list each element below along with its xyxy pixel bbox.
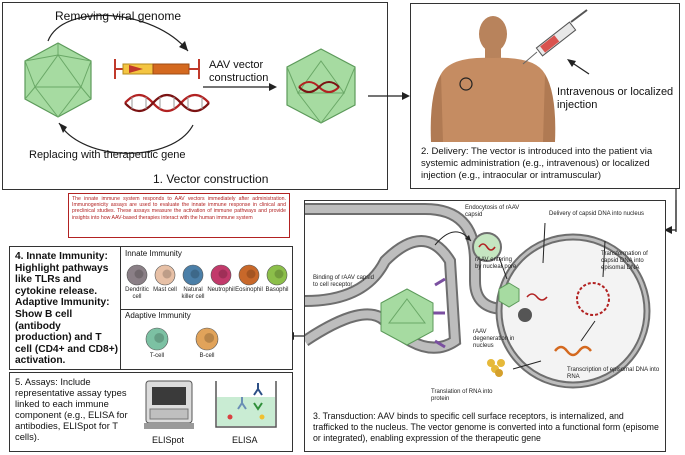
dna-helix-icon	[124, 93, 210, 113]
assay-illustrations	[144, 380, 277, 429]
immune-cell-label: Eosinophil	[235, 287, 263, 293]
immune-cell-eosinophil	[238, 264, 260, 286]
protein-icon	[487, 359, 505, 377]
injection-site-marker	[459, 77, 473, 91]
immune-cell-label: Mast cell	[153, 287, 177, 293]
innate-cells-graphic	[126, 264, 288, 286]
immune-cell-natural-killer-cell	[182, 264, 204, 286]
adaptive-immunity-box: Adaptive Immunity T-cell B-cell	[120, 309, 293, 369]
entering-pore-label: rAAV entering by nuclear pore	[475, 257, 517, 270]
innate-title: Innate Immunity	[125, 249, 182, 258]
vector-construct	[114, 59, 200, 79]
elisa-label: ELISA	[232, 435, 258, 445]
panel-transduction: Endocytosis of rAAV capsid Delivery of c…	[304, 200, 666, 452]
immune-cell-mast-cell	[154, 264, 176, 286]
immune-cell-dendritic-cell	[126, 264, 148, 286]
cell-nucleus	[154, 332, 165, 343]
patient-figure	[430, 16, 556, 142]
replace-gene-arrow	[58, 122, 194, 154]
cell-nucleus	[190, 269, 200, 279]
transformation-label: Transformation of capsid DNA into episom…	[601, 251, 648, 271]
transcription-label: Transcription of episomal DNA into RNA	[567, 367, 660, 380]
immune-cell-label: T-cell	[149, 353, 165, 359]
immune-cell-label: B-cell	[199, 353, 215, 359]
immune-cell-label: Neutrophil	[207, 287, 235, 293]
panel-assays: 5. Assays: Include representative assay …	[9, 372, 293, 452]
panel4-text: 4. Innate Immunity: Highlight pathways l…	[15, 251, 119, 367]
aav-capsid-left	[24, 42, 92, 118]
elispot-reader-icon	[144, 380, 194, 429]
binding-label: Binding of rAAV capsid to cell receptor	[313, 275, 374, 288]
immune-cell-neutrophil	[210, 264, 232, 286]
innate-immunity-box: Innate Immunity Dendritic cell Mast cell N…	[120, 247, 293, 310]
elisa-well-icon	[215, 381, 277, 428]
translation-label: Translation of RNA into protein	[431, 389, 493, 402]
degenerated-capsid	[518, 308, 532, 322]
cell-nucleus	[134, 269, 144, 279]
capsid-at-pore	[498, 282, 520, 308]
capsid-dna	[526, 293, 548, 301]
remove-genome-label: Removing viral genome	[55, 9, 182, 23]
panel3-caption: 3. Transduction: AAV binds to specific c…	[313, 411, 659, 443]
endocytosis-label: Endocytosis of rAAV capsid	[465, 205, 520, 218]
syringe-icon	[522, 9, 588, 65]
panel1-caption: 1. Vector construction	[153, 172, 269, 186]
delivery-dna-label: Delivery of capsid DNA into nucleus	[549, 211, 645, 217]
immune-cell-b-cell	[195, 327, 219, 351]
construction-label: AAV vector construction	[209, 59, 269, 84]
immune-cell-label: Dendritic cell	[125, 287, 149, 300]
panel-vector-construction: Removing viral genome AAV vector constru…	[2, 2, 388, 190]
immune-cell-label: Natural killer cell	[181, 287, 205, 300]
immunogenicity-note: The innate immune system responds to AAV…	[68, 193, 290, 238]
injection-label: Intravenous or localized injection	[557, 86, 674, 111]
immune-cell-label: Basophil	[265, 287, 289, 293]
degeneration-label: rAAV degeneration in nucleus	[473, 329, 515, 349]
adaptive-title: Adaptive Immunity	[125, 311, 191, 320]
immunogenicity-note-text: The innate immune system responds to AAV…	[72, 196, 286, 221]
panel5-text: 5. Assays: Include representative assay …	[15, 376, 128, 442]
vector-construction-illustration	[24, 14, 356, 154]
rna-strand	[554, 345, 592, 357]
panel-immunity: 4. Innate Immunity: Highlight pathways l…	[9, 246, 293, 370]
episomal-dna	[576, 282, 610, 316]
delivery-illustration	[430, 9, 590, 142]
cell-nucleus	[246, 269, 256, 279]
bound-capsid	[380, 288, 434, 346]
cell-nucleus	[218, 269, 228, 279]
adaptive-cells-graphic	[145, 327, 219, 351]
panel-delivery: Intravenous or localized injection 2. De…	[410, 3, 680, 189]
immune-cell-t-cell	[145, 327, 169, 351]
cell-nucleus	[162, 269, 172, 279]
transduction-illustration	[305, 203, 651, 389]
cell-nucleus	[274, 269, 284, 279]
cell-nucleus	[204, 332, 215, 343]
aav-capsid-right	[286, 48, 356, 124]
remove-genome-arrow	[47, 14, 189, 52]
elispot-label: ELISpot	[152, 435, 185, 445]
replace-gene-label: Replacing with therapeutic gene	[29, 149, 186, 161]
cell-receptors	[433, 277, 446, 349]
panel2-caption: 2. Delivery: The vector is introduced in…	[421, 146, 653, 181]
immune-cell-basophil	[266, 264, 288, 286]
